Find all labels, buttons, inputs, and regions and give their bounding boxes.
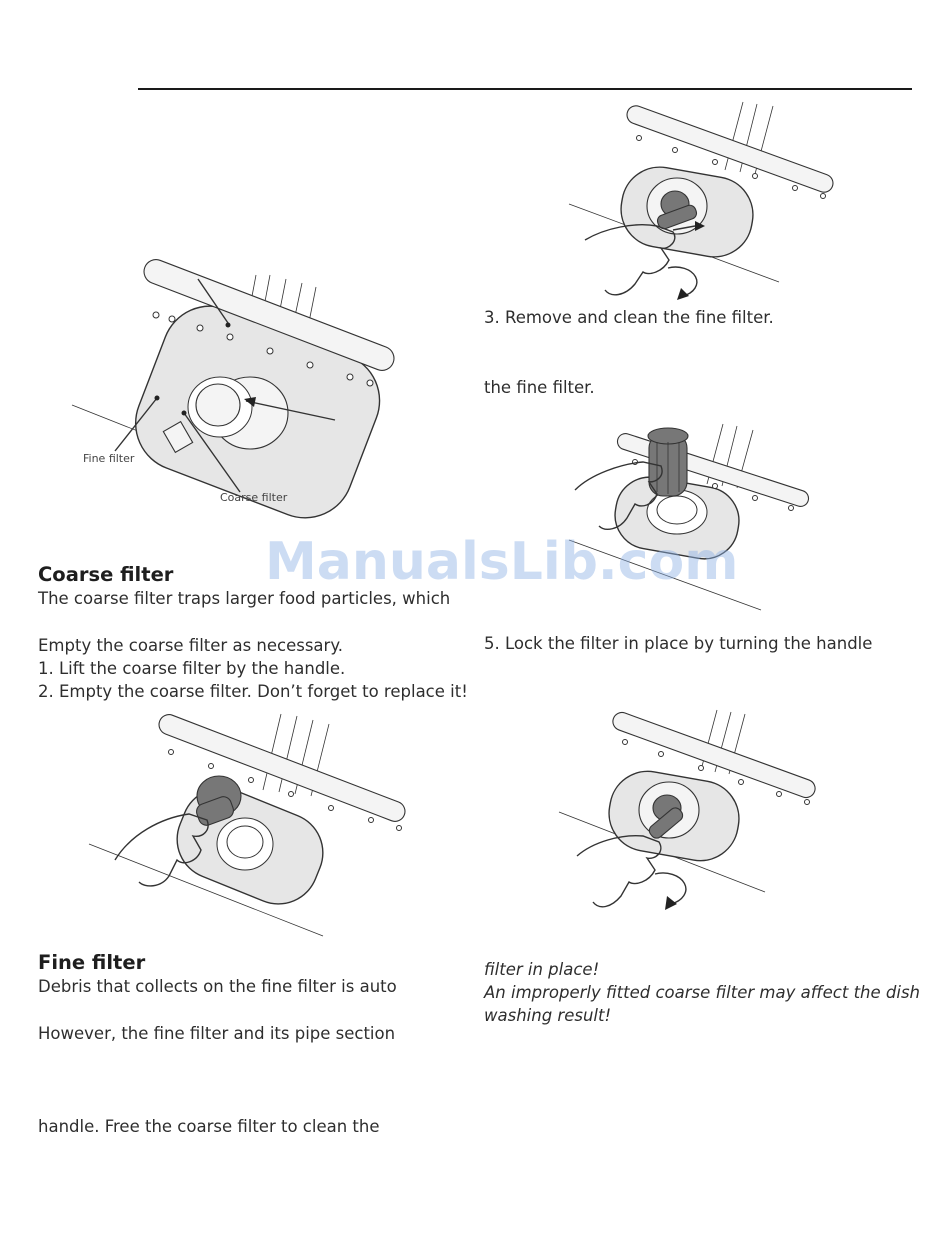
step-5-text: 5. Lock the filter in place by turning t… [484,634,873,653]
header-rule [138,88,912,90]
warning-line-1: filter in place! [484,960,600,979]
fine-filter-heading: Fine filter [38,951,146,974]
fine-filter-pipe-illustration [568,423,810,611]
remove-fine-filter-illustration [568,101,834,300]
lock-filter-illustration [558,709,816,910]
fine-filter-line-1: Debris that collects on the fine filter … [38,977,397,996]
warning-line-2: An improperly fitted coarse filter may a… [484,983,921,1002]
fine-filter-label: Fine filter [83,452,135,465]
warning-line-3: washing result! [484,1006,612,1025]
step-3-text: 3. Remove and clean the fine filter. [484,308,774,327]
coarse-filter-step-1: 1. Lift the coarse filter by the handle. [38,659,346,678]
fine-filter-text: the fine filter. [484,378,595,397]
filter-overview-illustration [71,259,395,519]
coarse-filter-line-1: The coarse filter traps larger food part… [38,589,451,608]
coarse-filter-label: Coarse filter [220,491,288,504]
lift-coarse-filter-illustration [88,713,406,937]
coarse-filter-heading: Coarse filter [38,563,174,586]
fine-filter-line-2: However, the fine filter and its pipe se… [38,1024,396,1043]
coarse-filter-step-2: 2. Empty the coarse filter. Don’t forget… [38,682,468,701]
coarse-filter-line-2: Empty the coarse filter as necessary. [38,636,343,655]
fine-filter-line-3: handle. Free the coarse filter to clean … [38,1117,380,1136]
watermark: ManualsLib.com [265,532,739,592]
